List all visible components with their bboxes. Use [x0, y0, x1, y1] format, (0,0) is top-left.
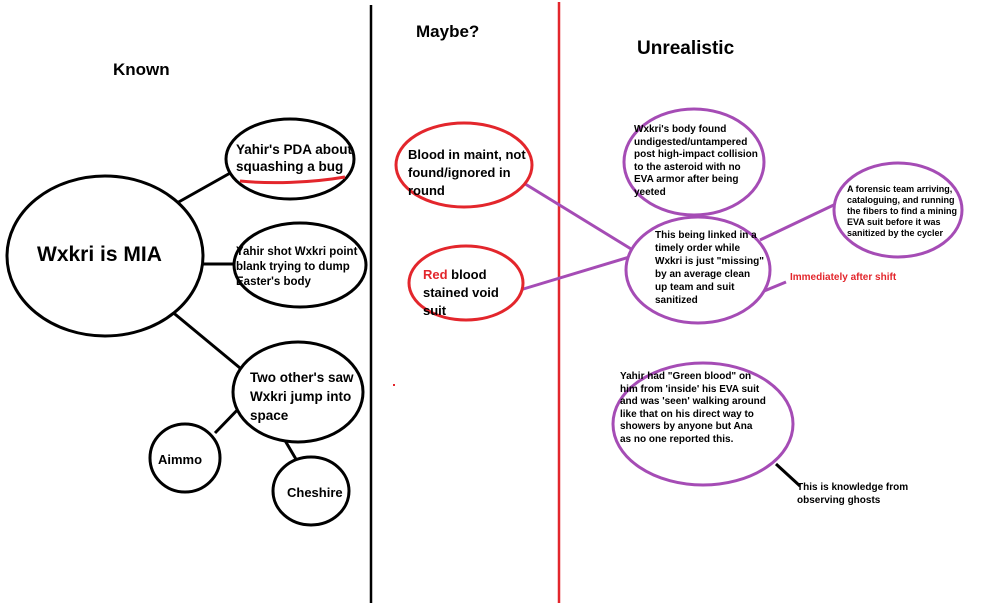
connector-green-ghosts — [774, 462, 802, 488]
stray-mark — [393, 384, 395, 386]
shot-label: Yahir shot Wxkri point blank trying to d… — [236, 246, 358, 288]
saw-label: Two other's saw Wxkri jump into space — [250, 370, 354, 423]
node-forensic — [832, 161, 964, 259]
node-yahir-shot — [232, 221, 368, 309]
header-known: Known — [113, 60, 170, 79]
pda-line2: squashing a bug — [236, 159, 344, 174]
pda-label: Yahir's PDA about squashing a bug — [236, 141, 354, 175]
node-blood-suit — [407, 244, 525, 322]
node-blood-maint — [394, 121, 534, 209]
aimmo-label: Aimmo — [158, 452, 203, 467]
cheshire-label: Cheshire — [287, 485, 343, 500]
timely-label: This being linked in a timely order whil… — [655, 230, 764, 306]
suit-red-word: Red — [423, 267, 448, 282]
node-two-saw — [231, 340, 365, 444]
node-wxkri-mia — [5, 174, 205, 338]
header-maybe: Maybe? — [416, 22, 480, 41]
connector-center-saw — [169, 308, 241, 370]
node-cheshire — [271, 455, 351, 527]
blood-maint-label: Blood in maint, not found/ignored in rou… — [408, 147, 526, 198]
suit-rest-words: blood stained void suit — [423, 267, 499, 318]
wxkri-mia-label: Wxkri is MIA — [37, 243, 162, 266]
connector-blood-maint-timely — [521, 180, 637, 254]
ghosts-label: This is knowledge from observing ghosts — [797, 482, 909, 506]
node-green-blood — [611, 361, 795, 487]
connector-timely-forensic — [759, 200, 841, 242]
blood-suit-label: Red blood stained void suit — [423, 266, 515, 320]
forensic-label: A forensic team arriving, cataloguing, a… — [847, 184, 957, 238]
node-aimmo — [148, 422, 222, 494]
node-timely-order — [624, 215, 772, 325]
header-unrealistic: Unrealistic — [637, 38, 735, 59]
immediately-label: Immediately after shift — [790, 272, 897, 283]
green-blood-label: Yahir had "Green blood" on him from 'ins… — [620, 371, 766, 445]
node-body-found — [622, 107, 766, 217]
red-underline — [239, 175, 346, 185]
connector-suit-timely — [519, 253, 637, 292]
pda-line1: Yahir's PDA about — [236, 142, 352, 157]
body-found-label: Wxkri's body found undigested/untampered… — [634, 124, 758, 198]
